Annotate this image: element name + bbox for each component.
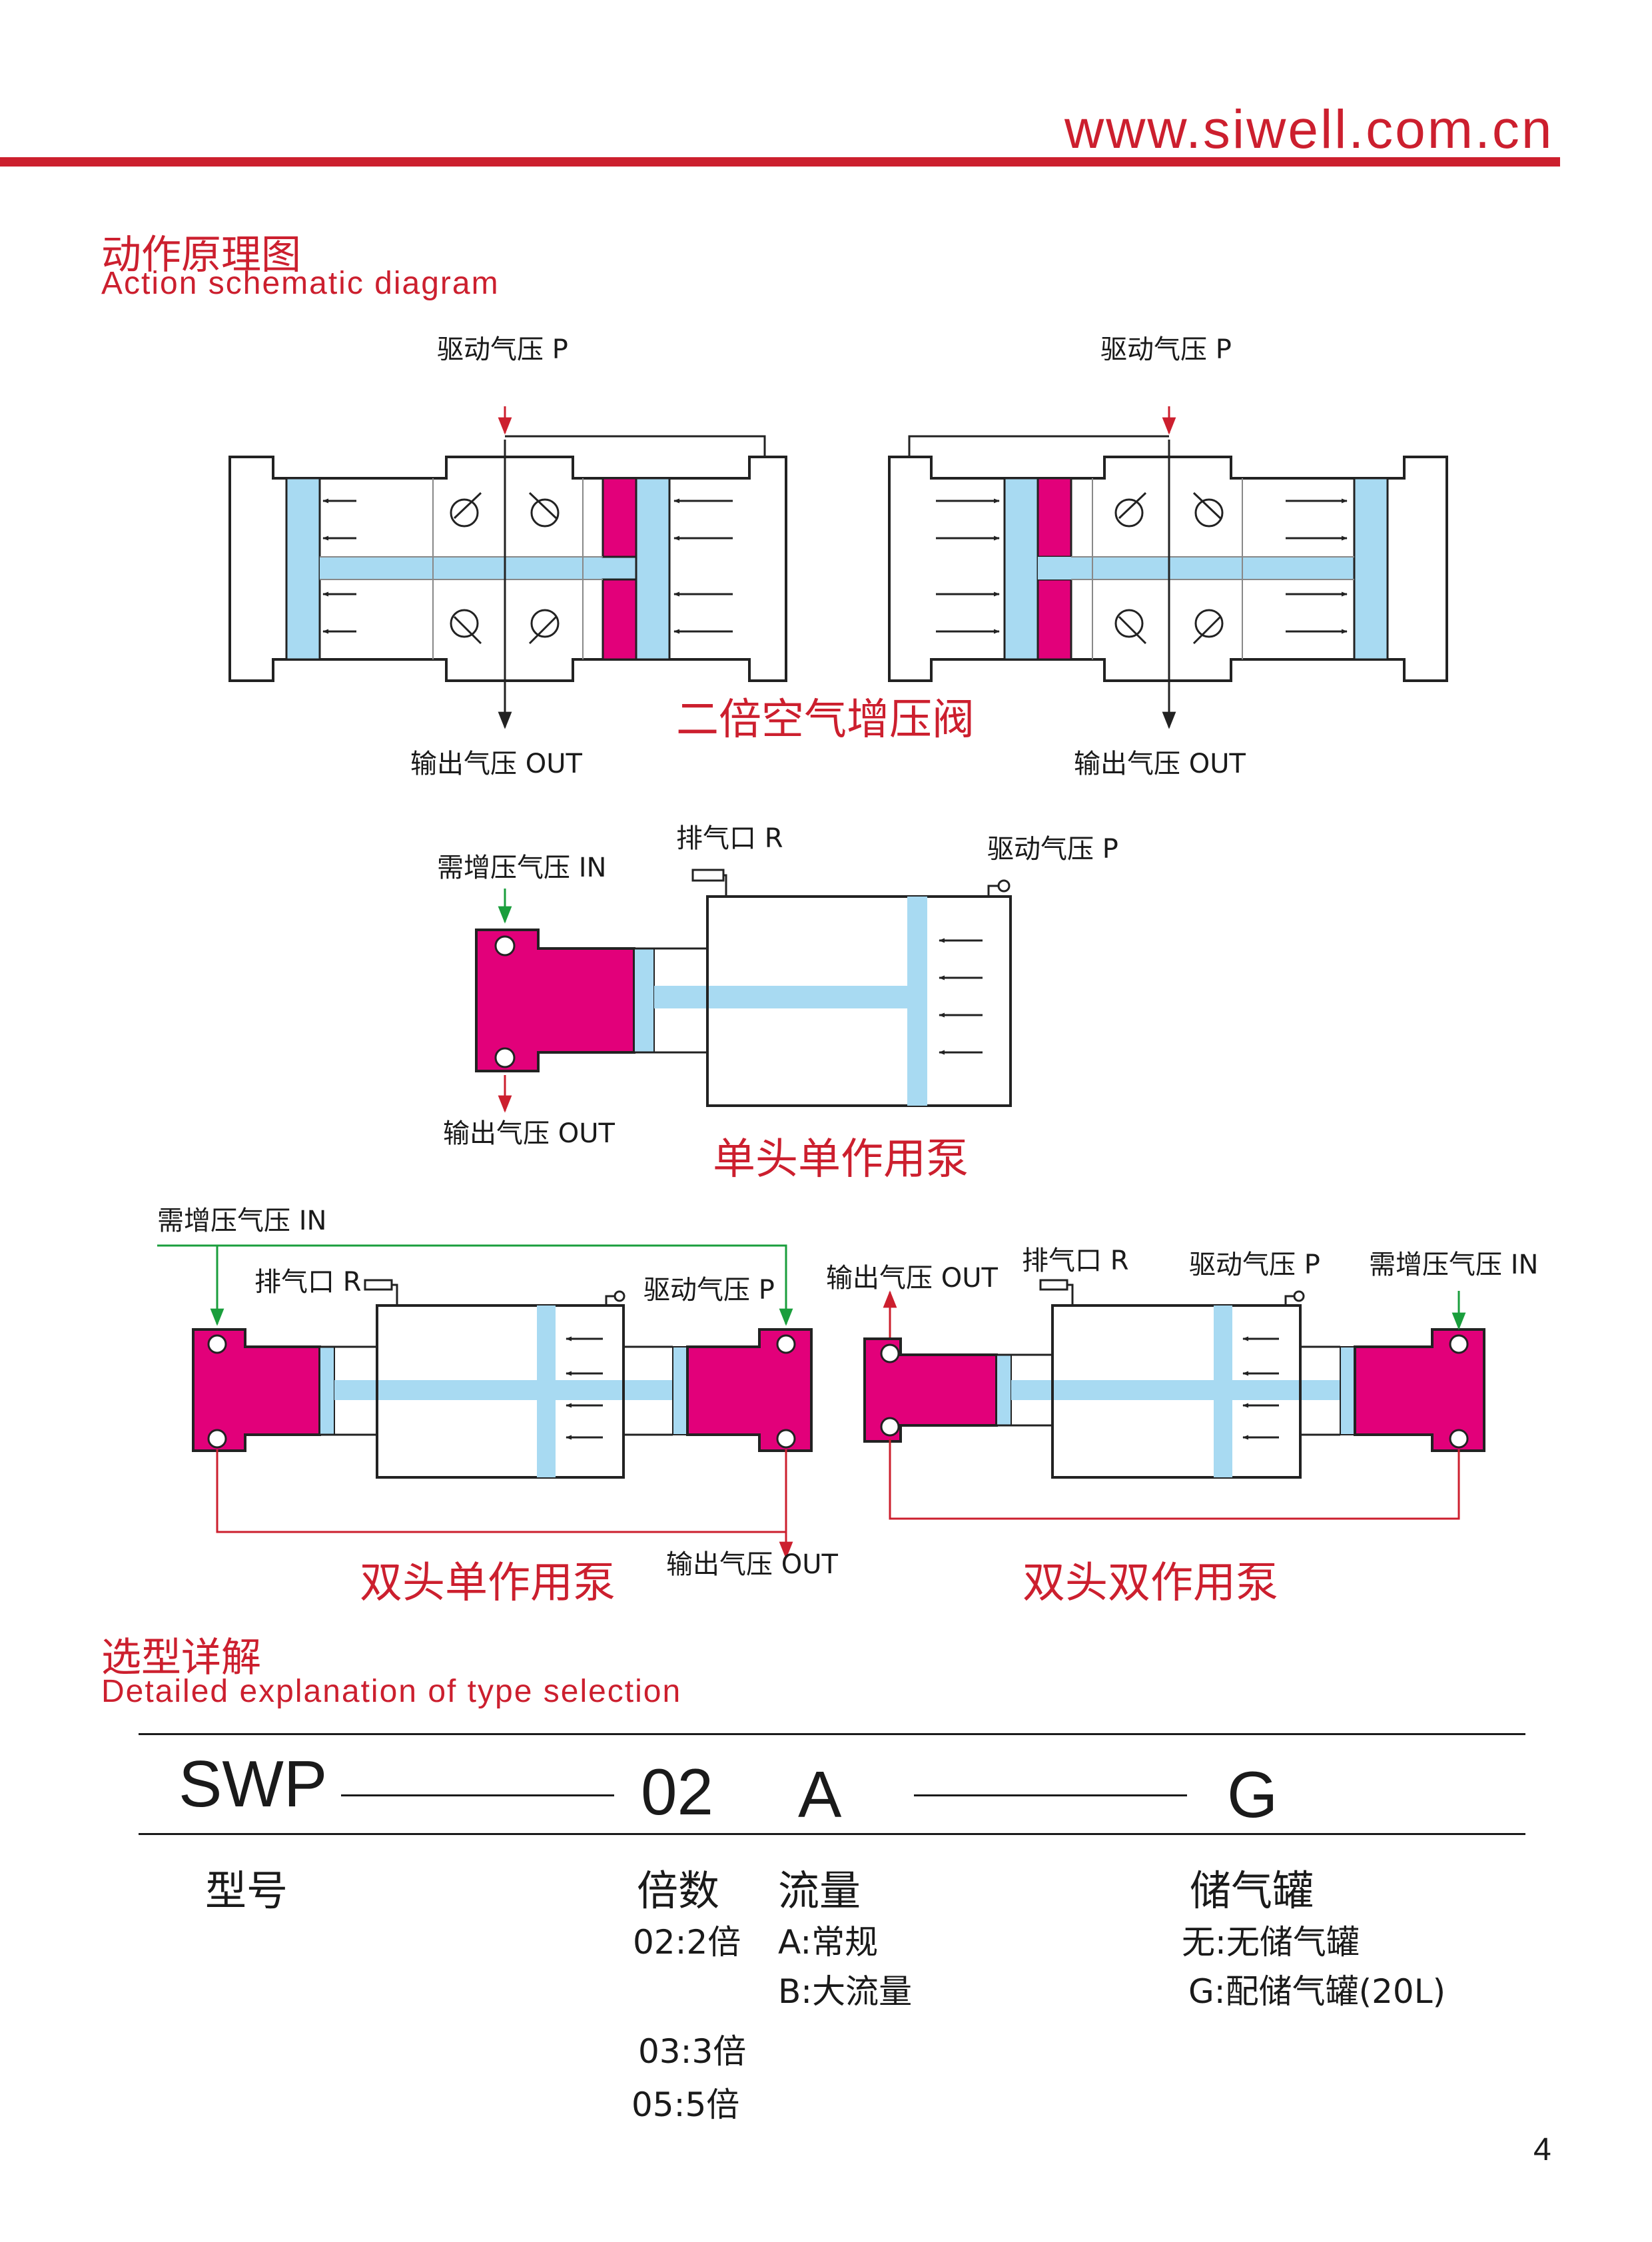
caption-double-valve: 二倍空气增压阀 bbox=[676, 695, 975, 745]
flow-option: B:大流量 bbox=[778, 1972, 913, 2011]
model-code-tank: G bbox=[1227, 1758, 1278, 1831]
field-label-flow: 流量 bbox=[778, 1866, 861, 1915]
field-label-model: 型号 bbox=[205, 1866, 288, 1915]
caption-double-head-double-action: 双头双作用泵 bbox=[1023, 1559, 1278, 1608]
label-drive-pressure: 驱动气压 P bbox=[1189, 1250, 1320, 1280]
double-valve-left: 驱动气压 P 输出气压 OUT bbox=[228, 334, 787, 779]
double-head-double-action-pump: 输出气压 OUT 排气口 R 驱动气压 P 需增压气压 IN bbox=[826, 1246, 1538, 1520]
flow-option: A:常规 bbox=[778, 1923, 879, 1962]
double-head-single-action-pump: 需增压气压 IN 排气口 R 驱动气压 P 输出气压 OUT bbox=[157, 1206, 838, 1580]
label-input-pressure: 需增压气压 IN bbox=[1369, 1250, 1538, 1280]
label-exhaust-port: 排气口 R bbox=[254, 1267, 362, 1298]
field-label-tank: 储气罐 bbox=[1190, 1866, 1314, 1915]
double-valve-right: 驱动气压 P 输出气压 OUT bbox=[888, 334, 1448, 779]
code-separator-1 bbox=[341, 1794, 614, 1796]
tank-option: 无:无储气罐 bbox=[1182, 1923, 1360, 1962]
section2-title-zh: 选型详解 bbox=[101, 1635, 261, 1681]
label-exhaust-port: 排气口 R bbox=[1022, 1246, 1129, 1276]
model-code-prefix: SWP bbox=[179, 1747, 328, 1820]
label-drive-pressure: 驱动气压 P bbox=[1100, 334, 1232, 365]
ratio-option: 02:2倍 bbox=[633, 1923, 741, 1962]
section-title-en: Action schematic diagram bbox=[101, 266, 500, 301]
page-number: 4 bbox=[1533, 2132, 1551, 2167]
label-drive-pressure: 驱动气压 P bbox=[643, 1275, 775, 1306]
label-output-pressure: 输出气压 OUT bbox=[410, 749, 582, 779]
label-exhaust-port: 排气口 R bbox=[676, 823, 783, 854]
single-head-single-action-pump: 需增压气压 IN 排气口 R 驱动气压 P 输出气压 OUT bbox=[437, 823, 1118, 1149]
label-input-pressure: 需增压气压 IN bbox=[437, 853, 606, 883]
tank-option: G:配储气罐(20L) bbox=[1188, 1972, 1446, 2011]
label-input-pressure: 需增压气压 IN bbox=[157, 1206, 326, 1236]
site-url[interactable]: www.siwell.com.cn bbox=[1064, 99, 1554, 160]
caption-double-head-single-action: 双头单作用泵 bbox=[360, 1559, 616, 1608]
model-code-ratio: 02 bbox=[641, 1755, 714, 1828]
caption-single-head-single-action: 单头单作用泵 bbox=[713, 1135, 969, 1184]
section2-title-en: Detailed explanation of type selection bbox=[101, 1674, 682, 1709]
label-drive-pressure: 驱动气压 P bbox=[987, 834, 1118, 865]
code-top-rule bbox=[139, 1733, 1525, 1735]
action-schematic-diagrams: 驱动气压 P 输出气压 OUT 驱动气压 P 输出气压 OUT 二 bbox=[157, 334, 1538, 1608]
code-bottom-rule bbox=[139, 1833, 1525, 1835]
ratio-option: 05:5倍 bbox=[631, 2085, 740, 2124]
label-output-pressure: 输出气压 OUT bbox=[666, 1549, 838, 1580]
field-label-ratio: 倍数 bbox=[637, 1866, 720, 1915]
ratio-option: 03:3倍 bbox=[638, 2032, 747, 2071]
label-output-pressure: 输出气压 OUT bbox=[826, 1263, 998, 1294]
label-drive-pressure: 驱动气压 P bbox=[437, 334, 568, 365]
model-code-flow: A bbox=[798, 1758, 842, 1831]
section-title-zh: 动作原理图 bbox=[101, 232, 301, 278]
header-rule bbox=[0, 157, 1560, 167]
label-output-pressure: 输出气压 OUT bbox=[443, 1118, 615, 1149]
code-separator-2 bbox=[914, 1794, 1187, 1796]
label-output-pressure: 输出气压 OUT bbox=[1074, 749, 1246, 779]
